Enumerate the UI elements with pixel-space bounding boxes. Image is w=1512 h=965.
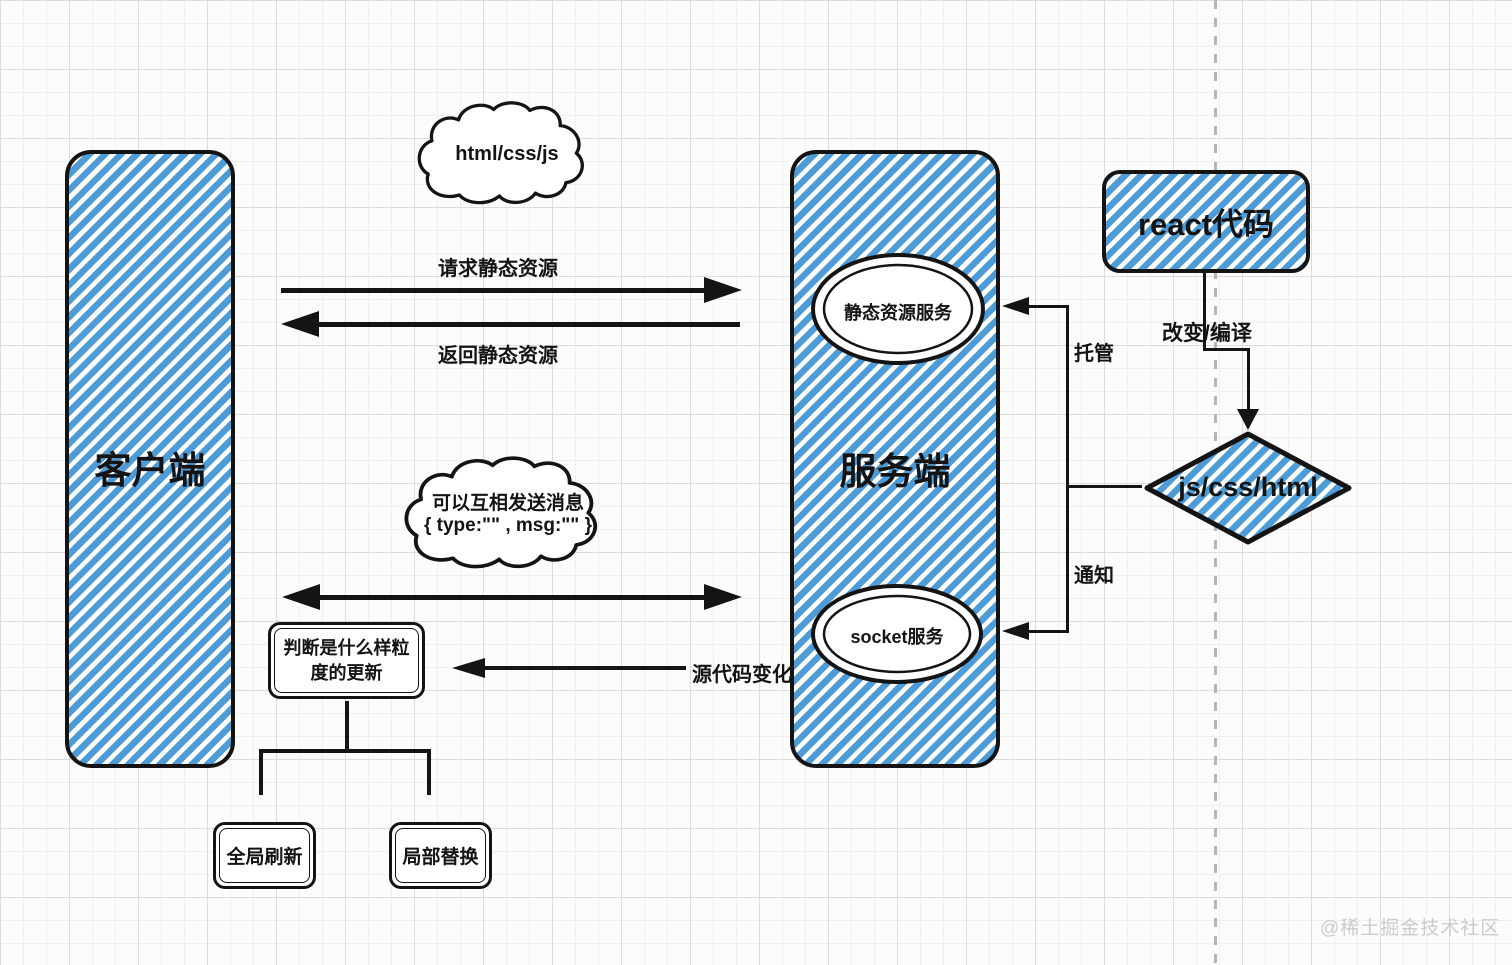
tree-right-v — [427, 751, 431, 795]
compile-label: 改变/编译 — [1162, 322, 1252, 345]
tree-trunk-v — [345, 701, 349, 751]
bundle-label: js/css/html — [1178, 472, 1318, 502]
client-label: 客户端 — [94, 450, 206, 491]
notify-arrowhead-icon — [1002, 622, 1029, 640]
partial-replace-node: 局部替换 — [389, 822, 492, 889]
trunk-connector-v — [1066, 305, 1069, 633]
notify-line — [1026, 630, 1068, 633]
bundle-diamond — [1144, 431, 1352, 545]
static-service-label: 静态资源服务 — [844, 303, 952, 323]
assets-cloud — [417, 101, 584, 205]
duplex-right-arrowhead-icon — [704, 584, 742, 610]
watermark: @稀土掘金技术社区 — [1320, 918, 1501, 939]
message-cloud — [404, 456, 598, 569]
message-cloud-line1: 可以互相发送消息 — [431, 493, 584, 514]
request-arrow-line — [281, 288, 707, 293]
duplex-left-arrowhead-icon — [282, 584, 320, 610]
bundle-connector-h — [1068, 485, 1142, 488]
compile-arrowhead-icon — [1237, 409, 1259, 430]
socket-service-label: socket服务 — [850, 627, 944, 647]
return-label: 返回静态资源 — [438, 345, 558, 367]
message-cloud-line2: { type:"" , msg:"" } — [423, 515, 592, 536]
compile-connector-v2 — [1247, 348, 1250, 412]
request-arrowhead-icon — [704, 277, 742, 303]
notify-label: 通知 — [1074, 565, 1114, 587]
tree-left-v — [259, 751, 263, 795]
return-arrow-line — [315, 322, 740, 327]
decision-label: 判断是什么样粒度的更新 — [274, 628, 419, 693]
duplex-arrow-line — [312, 595, 712, 600]
static-service-ellipse — [811, 253, 985, 365]
hosting-arrowhead-icon — [1002, 297, 1029, 315]
hosting-line — [1026, 305, 1068, 308]
assets-cloud-label: html/css/js — [455, 143, 559, 165]
full-refresh-node: 全局刷新 — [213, 822, 316, 889]
socket-service-ellipse — [811, 584, 983, 684]
server-label: 服务端 — [839, 451, 951, 492]
return-arrowhead-icon — [281, 311, 319, 337]
react-code-node: react代码 — [1102, 170, 1310, 273]
client-node — [65, 150, 235, 768]
compile-connector-h — [1203, 348, 1250, 351]
request-label: 请求静态资源 — [438, 258, 558, 280]
source-change-label: 源代码变化 — [692, 664, 792, 686]
compile-connector-v1 — [1203, 272, 1206, 351]
tree-cross-h — [259, 749, 431, 753]
decision-node: 判断是什么样粒度的更新 — [268, 622, 425, 699]
full-refresh-label: 全局刷新 — [219, 828, 310, 883]
source-change-arrowhead-icon — [452, 658, 485, 678]
partial-replace-label: 局部替换 — [395, 828, 486, 883]
react-code-label: react代码 — [1137, 207, 1275, 242]
hosting-label: 托管 — [1074, 343, 1114, 365]
source-change-line — [484, 666, 686, 670]
